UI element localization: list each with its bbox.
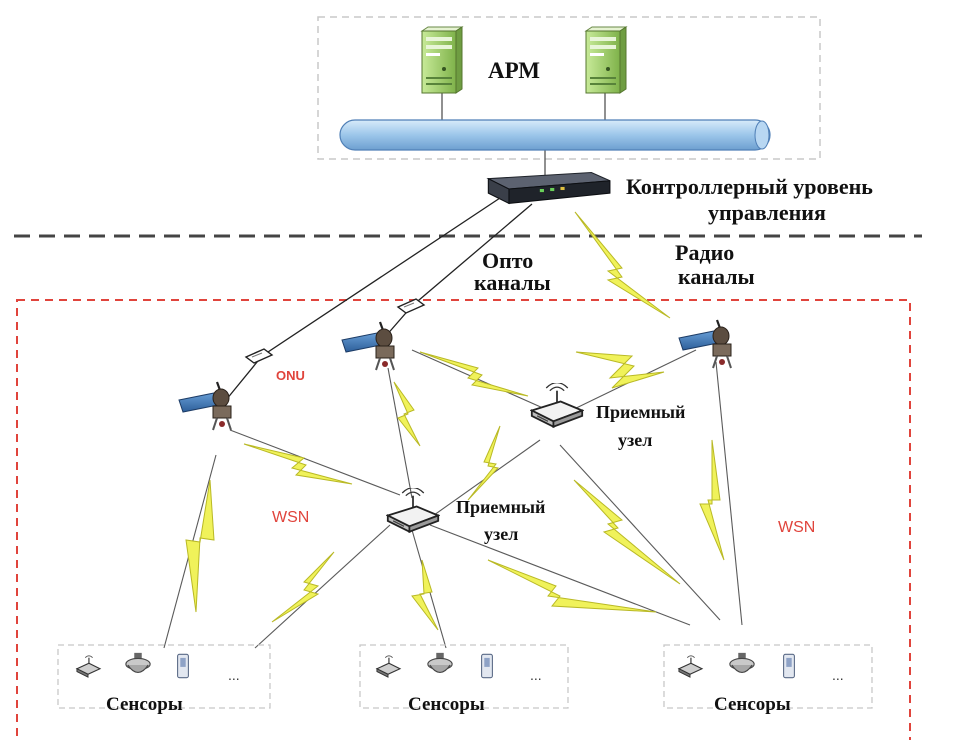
arm-group-box xyxy=(317,16,821,160)
sensors-label-left: Сенсоры xyxy=(106,694,183,715)
receiver-label-center-line1: Приемный xyxy=(456,497,545,517)
controller-label-line2: управления xyxy=(708,200,826,225)
radio-bolts xyxy=(185,211,725,631)
antenna-icon xyxy=(677,318,733,370)
antenna-icon xyxy=(340,320,396,372)
controller-label-line1: Контроллерный уровень xyxy=(626,174,873,199)
onu-icon xyxy=(397,298,425,314)
onu-icon xyxy=(245,348,273,364)
wsn-label-right: WSN xyxy=(778,519,815,536)
wsn-label-left: WSN xyxy=(272,509,309,526)
opto-label-line1: Опто xyxy=(482,248,533,273)
sensor-group-right: ... Сенсоры xyxy=(663,644,873,715)
sensor-group-left: ... Сенсоры xyxy=(57,644,271,715)
sensor-icon xyxy=(177,653,189,679)
onu-label: ONU xyxy=(276,368,305,383)
sensor-icon xyxy=(729,652,755,674)
network-bus xyxy=(339,119,771,151)
sensor-icon xyxy=(481,653,493,679)
field-level-box xyxy=(16,299,911,740)
radio-label-line1: Радио xyxy=(675,240,734,265)
sensor-ellipsis: ... xyxy=(228,667,240,683)
sensor-icon xyxy=(376,655,401,678)
antenna-icon xyxy=(177,380,233,432)
radio-label-line2: каналы xyxy=(678,264,755,289)
sensors-label-center: Сенсоры xyxy=(408,694,485,715)
sensor-ellipsis: ... xyxy=(530,667,542,683)
controller-switch-icon xyxy=(487,171,611,204)
sensor-icon xyxy=(125,652,151,674)
opto-label-line2: каналы xyxy=(474,270,551,295)
sensor-icon xyxy=(427,652,453,674)
sensor-icon xyxy=(76,655,101,678)
server-icon xyxy=(585,26,627,94)
sensor-icon xyxy=(783,653,795,679)
sensor-ellipsis: ... xyxy=(832,667,844,683)
receiver-node-icon xyxy=(530,383,584,428)
sensors-label-right: Сенсоры xyxy=(714,694,791,715)
sensor-group-center: ... Сенсоры xyxy=(359,644,569,715)
receiver-label-right-line2: узел xyxy=(618,430,652,450)
sensor-icon xyxy=(678,655,703,678)
wireless-links xyxy=(163,349,743,649)
receiver-label-right-line1: Приемный xyxy=(596,402,685,422)
receiver-label-center-line2: узел xyxy=(484,524,518,544)
server-icon xyxy=(421,26,463,94)
arm-label: АРМ xyxy=(488,58,540,83)
